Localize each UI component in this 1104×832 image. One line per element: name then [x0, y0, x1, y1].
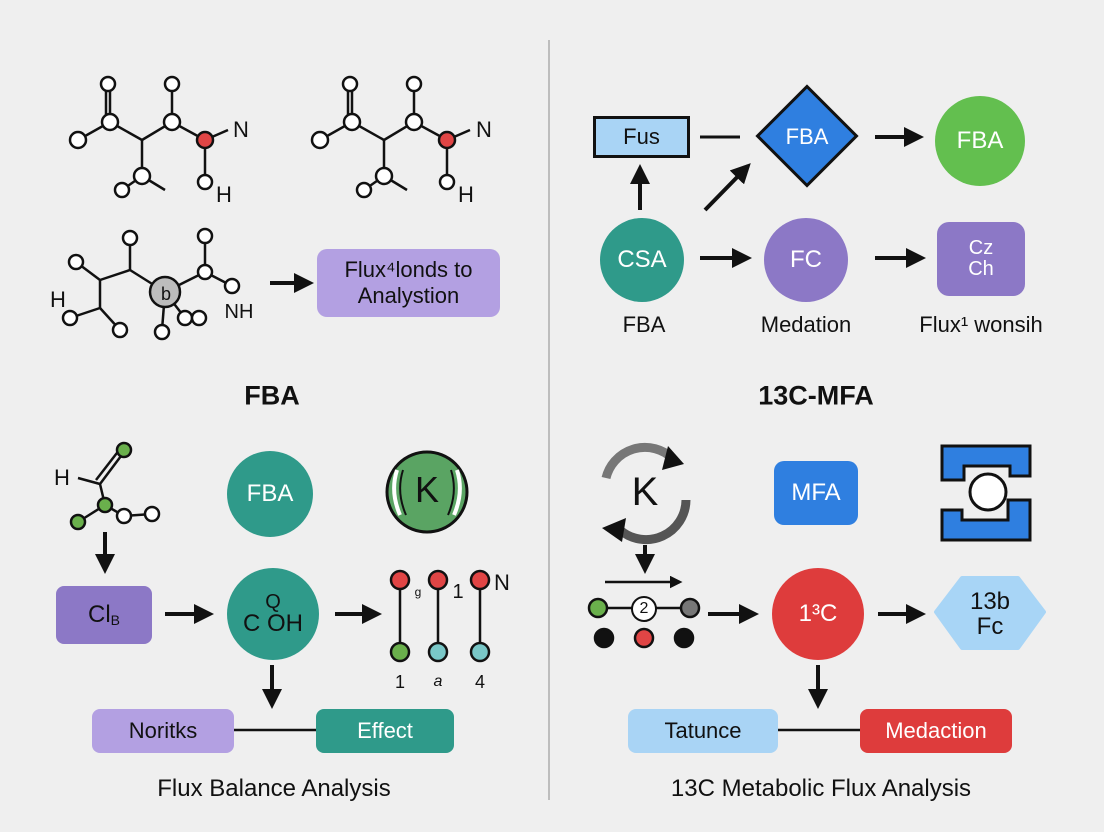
- mol3-h-label: H: [50, 287, 66, 312]
- c13-circle: 1³C: [772, 568, 864, 660]
- fba-green-circle: FBA: [935, 96, 1025, 186]
- molecule-3: [61, 227, 241, 341]
- molecule-1: [68, 75, 229, 199]
- effect-box: Effect: [316, 709, 454, 753]
- mol2-n-label: N: [476, 117, 492, 142]
- fc-circle: FC: [764, 218, 848, 302]
- cl-box-label: Cl: [87, 601, 111, 628]
- label-medation: Medation: [760, 312, 852, 337]
- medaction-box: Medaction: [860, 709, 1012, 753]
- left-heading: FBA: [244, 380, 300, 411]
- mol3-nh-label: NH: [224, 301, 254, 323]
- csa-circle: CSA: [600, 218, 684, 302]
- molecule-4: [69, 441, 161, 531]
- coh-circle-top: Q: [265, 591, 281, 613]
- cl-box-sub: B: [110, 612, 120, 628]
- coh-circle-label: C OH: [243, 610, 303, 637]
- chain-top-c: N: [494, 570, 510, 595]
- hex-line1: 13b: [969, 587, 1011, 615]
- right-caption: 13C Metabolic Flux Analysis: [670, 775, 972, 802]
- left-caption: Flux Balance Analysis: [157, 775, 391, 802]
- mfa-box: MFA: [774, 461, 858, 525]
- mol2-h-label: H: [458, 182, 474, 207]
- k-globe-label: K: [414, 469, 440, 510]
- mol1-h-label: H: [216, 182, 232, 207]
- k-cycle-graphic: [601, 442, 691, 545]
- c2-box-line1: Cz: [968, 237, 994, 259]
- chain-bot-b: a: [433, 673, 443, 690]
- arrow-csa-diag: [703, 163, 751, 212]
- fba-diamond-label: FBA: [785, 124, 829, 149]
- flux-box: Flux⁴londs to Analystion: [317, 249, 500, 317]
- chain-bot-a: 1: [394, 672, 406, 692]
- noritks-box: Noritks: [92, 709, 234, 753]
- tatunce-box: Tatunce: [628, 709, 778, 753]
- c2-box: Cz Ch: [937, 222, 1025, 296]
- mol3-center-label: b: [160, 284, 172, 304]
- label-fba: FBA: [622, 312, 666, 337]
- two-node: 2: [631, 596, 657, 622]
- coh-circle: Q C OH: [227, 568, 319, 660]
- chain-graphic: [389, 569, 491, 663]
- mol4-h-label: H: [54, 465, 70, 490]
- node-chain-graphic: [587, 597, 701, 649]
- flux-box-line2: Analystion: [357, 283, 460, 308]
- chain-top-b: 1: [452, 581, 464, 603]
- mol1-n-label: N: [233, 117, 249, 142]
- k-cycle-label: K: [631, 470, 659, 514]
- fus-box: Fus: [593, 116, 690, 158]
- k-globe-graphic: [385, 450, 469, 534]
- flux-box-line1: Flux⁴londs to: [344, 256, 473, 282]
- hex-label: 13b Fc: [940, 584, 1040, 644]
- chain-bot-c: 4: [474, 672, 486, 692]
- hex-line2: Fc: [976, 613, 1004, 640]
- fba-circle: FBA: [227, 451, 313, 537]
- label-flux: Flux¹ wonsih: [919, 312, 1043, 337]
- fba-diamond-shape: [755, 84, 859, 188]
- clamp-graphic: [940, 444, 1032, 542]
- hex-shape: [934, 576, 1046, 650]
- right-heading: 13C-MFA: [758, 380, 874, 411]
- c2-box-line2: Ch: [968, 258, 994, 280]
- chain-top-a: g: [414, 585, 422, 599]
- molecule-2: [310, 75, 471, 199]
